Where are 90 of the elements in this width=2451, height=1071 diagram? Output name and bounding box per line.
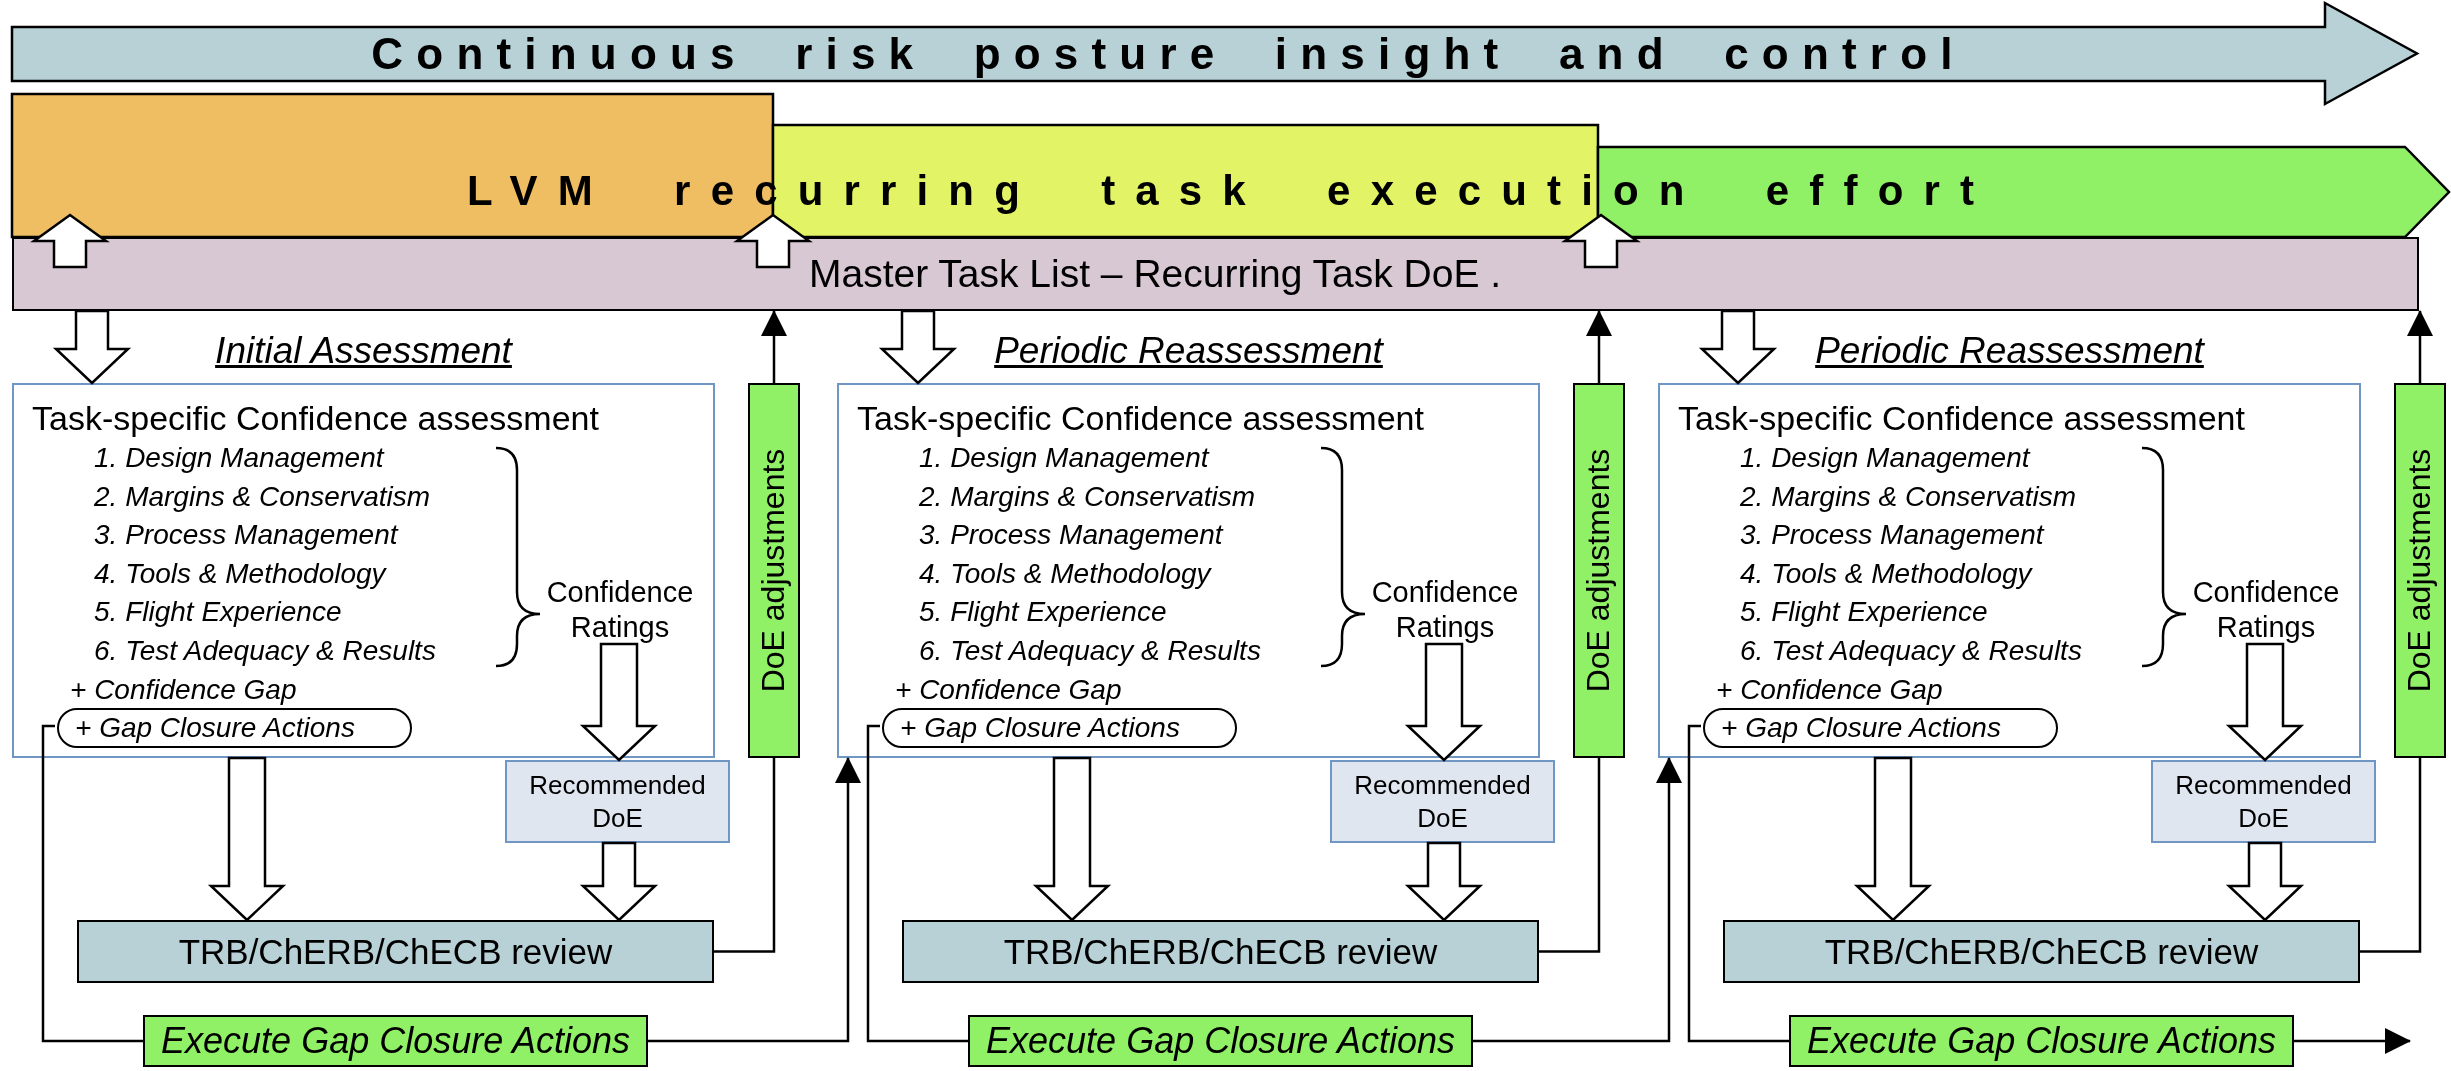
connector-line — [714, 758, 776, 953]
criterion-item: 4. Tools & Methodology — [919, 556, 1211, 591]
ratings-label: Confidence Ratings — [545, 575, 695, 645]
panel-title: Task-specific Confidence assessment — [32, 398, 599, 438]
task-list-bar — [12, 237, 2419, 311]
connector-arrow — [2294, 1028, 2411, 1054]
box-label: Execute Gap Closure Actions — [1807, 1020, 2276, 1062]
gap-note: + Confidence Gap — [70, 673, 297, 707]
criterion-item: 2. Margins & Conservatism — [1740, 479, 2077, 514]
criterion-item: 1. Design Management — [1740, 441, 2030, 475]
action-box — [1789, 1015, 2294, 1067]
recommendation-box — [2151, 760, 2376, 843]
block-arrow — [52, 309, 132, 385]
block-arrow — [1698, 309, 1778, 385]
connector-arrow — [1586, 310, 1612, 383]
block-arrow — [30, 213, 110, 269]
connector-line — [866, 724, 968, 1043]
connector-arrow — [2407, 310, 2433, 383]
banner-title: Continuous risk posture insight and control — [370, 29, 1967, 79]
adjustment-bar — [1573, 383, 1625, 758]
block-arrow — [1032, 756, 1112, 922]
section-heading: Initial Assessment — [215, 329, 512, 373]
criterion-item: 3. Process Management — [1740, 518, 2044, 552]
criterion-item: 5. Flight Experience — [919, 595, 1167, 629]
review-box — [902, 920, 1539, 983]
box-label: Recommended DoE — [528, 768, 707, 835]
connector-line — [41, 724, 143, 1043]
ratings-label: Confidence Ratings — [2191, 575, 2341, 645]
ratings-label: Confidence Ratings — [1370, 575, 1520, 645]
criterion-item: 2. Margins & Conservatism — [919, 479, 1256, 514]
gap-note: + Confidence Gap — [895, 673, 1122, 707]
block-arrow — [1561, 213, 1641, 269]
criterion-item: 5. Flight Experience — [94, 595, 342, 629]
criterion-item: 1. Design Management — [919, 441, 1209, 475]
connector-arrow — [648, 757, 861, 1043]
connector-line — [1687, 724, 1789, 1043]
block-arrow — [579, 841, 659, 922]
action-box — [143, 1015, 648, 1067]
block-arrow — [878, 309, 958, 385]
criterion-item: 4. Tools & Methodology — [94, 556, 386, 591]
adjustment-bar — [2394, 383, 2446, 758]
block-arrow — [733, 213, 813, 269]
criterion-item: 6. Test Adequacy & Results — [94, 633, 436, 668]
adjustment-bar — [748, 383, 800, 758]
section-heading: Periodic Reassessment — [994, 329, 1383, 373]
action-pill — [57, 708, 412, 748]
block-arrow — [1404, 841, 1484, 922]
connector-arrow — [1473, 757, 1682, 1043]
vertical-label: DoE adjustments — [755, 448, 793, 693]
review-box — [77, 920, 714, 983]
section-heading: Periodic Reassessment — [1815, 329, 2204, 373]
connector-line — [1539, 758, 1601, 953]
criterion-item: 4. Tools & Methodology — [1740, 556, 2032, 591]
block-arrow — [207, 756, 287, 922]
criterion-item: 6. Test Adequacy & Results — [1740, 633, 2082, 668]
box-label: Recommended DoE — [2174, 768, 2353, 835]
pill-label: + Gap Closure Actions — [75, 712, 355, 744]
recommendation-box — [1330, 760, 1555, 843]
box-label: Execute Gap Closure Actions — [986, 1020, 1455, 1062]
connector-arrow — [761, 310, 787, 383]
box-label: TRB/ChERB/ChECB review — [1824, 931, 2259, 972]
criterion-item: 3. Process Management — [919, 518, 1223, 552]
vertical-label: DoE adjustments — [2401, 448, 2439, 693]
action-box — [968, 1015, 1473, 1067]
criterion-item: 3. Process Management — [94, 518, 398, 552]
connector-line — [2360, 758, 2422, 953]
block-arrow — [579, 642, 659, 762]
criterion-item: 2. Margins & Conservatism — [94, 479, 431, 514]
panel-title: Task-specific Confidence assessment — [1678, 398, 2245, 438]
block-arrow — [1404, 642, 1484, 762]
box-label: TRB/ChERB/ChECB review — [178, 931, 613, 972]
block-arrow — [2225, 841, 2305, 922]
action-pill — [882, 708, 1237, 748]
pill-label: + Gap Closure Actions — [1721, 712, 2001, 744]
block-arrow — [2225, 642, 2305, 762]
box-label: TRB/ChERB/ChECB review — [1003, 931, 1438, 972]
recommendation-box — [505, 760, 730, 843]
box-label: Recommended DoE — [1353, 768, 1532, 835]
block-arrow — [1853, 756, 1933, 922]
criterion-item: 1. Design Management — [94, 441, 384, 475]
action-pill — [1703, 708, 2058, 748]
vertical-label: DoE adjustments — [1580, 448, 1618, 693]
bar-title: Master Task List – Recurring Task DoE . — [809, 252, 1502, 296]
pill-label: + Gap Closure Actions — [900, 712, 1180, 744]
gap-note: + Confidence Gap — [1716, 673, 1943, 707]
panel-title: Task-specific Confidence assessment — [857, 398, 1424, 438]
review-box — [1723, 920, 2360, 983]
criterion-item: 5. Flight Experience — [1740, 595, 1988, 629]
box-label: Execute Gap Closure Actions — [161, 1020, 630, 1062]
criterion-item: 6. Test Adequacy & Results — [919, 633, 1261, 668]
